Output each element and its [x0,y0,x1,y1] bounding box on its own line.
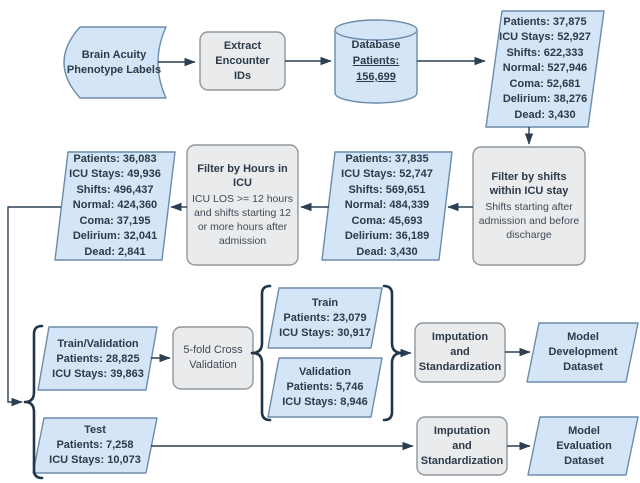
process-shape-cross-validation [172,326,254,390]
data-shape-cohort-after-shift-filter [321,151,453,261]
data-shape-train [267,287,383,349]
data-shape-model-evaluation-dataset [527,416,639,476]
brace-split-trainval-test [23,324,44,480]
brace-left-train-validation-group [250,284,272,422]
database-cylinder-body [334,30,418,104]
process-shape-filter-shifts [472,146,586,266]
arrow-cohort-to-split-brace [7,206,61,407]
data-shape-model-development-dataset [526,322,639,383]
data-shape-cohort-initial [485,10,605,128]
process-shape-extract-encounter-ids [199,31,286,91]
stored-data-shape-phenotype-labels [63,26,167,99]
process-shape-filter-hours [186,144,299,266]
data-shape-train-validation [37,326,158,391]
process-shape-imputation-eval [416,416,508,476]
database-cylinder-top [334,19,418,41]
brace-right-train-validation-group [382,284,404,422]
data-shape-test [32,417,158,474]
data-shape-validation [267,357,383,418]
process-shape-imputation-dev [414,322,506,383]
data-shape-cohort-after-hours-filter [54,151,176,261]
